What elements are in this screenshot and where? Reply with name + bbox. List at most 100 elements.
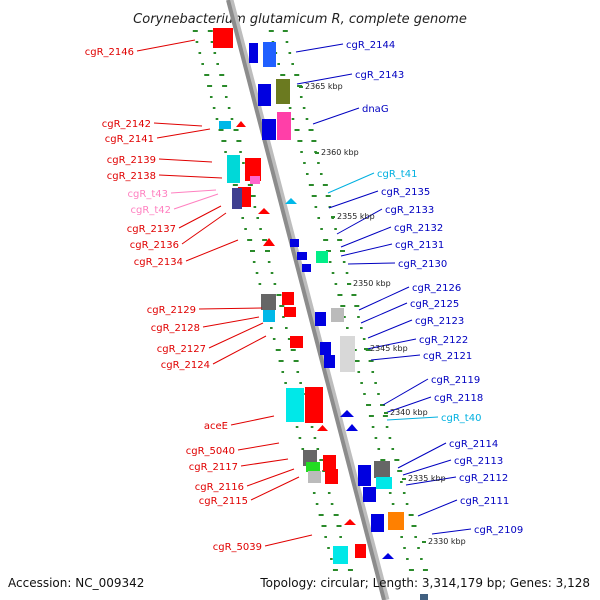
track-tick: [221, 140, 227, 142]
label-leader-line: [340, 226, 392, 248]
track-tick: [233, 129, 239, 131]
track-tick: [279, 305, 285, 307]
gene-arrow: [317, 425, 328, 431]
gene-feature: [261, 294, 276, 310]
track-tick: [403, 547, 406, 549]
track-tick: [332, 569, 338, 571]
track-tick: [340, 250, 345, 252]
track-tick: [278, 360, 284, 362]
right-gene-label: cgR_2130: [398, 259, 447, 270]
label-leader-line: [382, 378, 429, 406]
track-tick: [198, 52, 202, 54]
track-tick: [380, 459, 386, 461]
track-tick: [236, 140, 242, 142]
track-tick: [380, 404, 386, 406]
track-tick: [340, 305, 346, 307]
track-tick: [408, 514, 414, 516]
left-gene-label: cgR_2117: [189, 462, 238, 473]
ruler-tick: [364, 348, 368, 350]
track-tick: [294, 74, 300, 76]
track-tick: [333, 514, 339, 516]
gene-feature: [232, 188, 242, 209]
track-tick: [411, 525, 417, 527]
ruler-tick: [299, 86, 303, 88]
label-leader-line: [312, 107, 360, 125]
track-tick: [282, 30, 288, 32]
label-leader-line: [240, 458, 289, 467]
track-tick: [400, 536, 403, 538]
track-tick: [201, 63, 204, 65]
track-tick: [371, 426, 375, 428]
track-tick: [219, 74, 225, 76]
gene-arrow: [290, 336, 302, 344]
track-tick: [242, 162, 245, 164]
label-leader-line: [250, 476, 300, 501]
track-tick: [354, 360, 360, 362]
track-tick: [255, 272, 259, 274]
track-tick: [305, 173, 309, 175]
track-tick: [368, 360, 374, 362]
left-gene-label: cgR_2134: [134, 257, 183, 268]
gene-feature: [227, 155, 240, 183]
gene-feature: [374, 461, 390, 478]
right-gene-label: cgR_2119: [431, 375, 480, 386]
track-tick: [250, 250, 255, 252]
track-tick: [321, 525, 327, 527]
right-gene-label: cgR_2122: [419, 335, 468, 346]
label-leader-line: [156, 128, 211, 139]
gene-feature: [358, 465, 371, 486]
track-tick: [285, 41, 289, 43]
gene-feature: [323, 455, 336, 471]
track-tick: [394, 459, 400, 461]
track-tick: [290, 349, 296, 351]
gene-feature: [325, 469, 338, 484]
label-leader-line: [170, 189, 217, 194]
track-tick: [207, 30, 213, 32]
track-tick: [343, 316, 346, 318]
gene-arrow: [346, 424, 358, 431]
left-gene-label: cgR_2129: [147, 305, 196, 316]
track-tick: [291, 118, 295, 120]
ruler-label: 2365 kbp: [305, 82, 343, 91]
track-tick: [420, 558, 423, 560]
left-gene-label: cgR_2116: [195, 482, 244, 493]
track-tick: [294, 129, 300, 131]
gene-feature: [363, 487, 376, 502]
gene-feature: [262, 119, 276, 140]
track-tick: [272, 338, 276, 340]
track-tick: [316, 448, 320, 450]
track-tick: [291, 63, 294, 65]
left-gene-label: cgR_2146: [85, 47, 134, 58]
label-leader-line: [366, 338, 417, 350]
track-tick: [247, 239, 253, 241]
track-tick: [330, 503, 334, 505]
gene-feature: [320, 342, 331, 355]
track-tick: [293, 360, 299, 362]
track-tick: [204, 74, 210, 76]
track-tick: [284, 382, 287, 384]
track-tick: [241, 217, 245, 219]
track-tick: [259, 228, 262, 230]
track-tick: [325, 195, 331, 197]
track-tick: [270, 327, 273, 329]
ruler-tick: [384, 412, 388, 414]
left-gene-label: cgR_2127: [157, 344, 206, 355]
track-tick: [314, 206, 318, 208]
gene-feature: [263, 42, 276, 67]
track-tick: [298, 437, 302, 439]
label-leader-line: [358, 286, 410, 311]
ruler-tick: [315, 152, 319, 154]
label-leader-line: [347, 262, 396, 265]
left-gene-label: cgR_2141: [105, 134, 154, 145]
right-gene-label: cgR_2131: [395, 240, 444, 251]
track-tick: [216, 63, 219, 65]
label-leader-line: [230, 415, 275, 426]
track-tick: [327, 492, 331, 494]
track-tick: [301, 448, 305, 450]
gene-feature: [277, 112, 291, 140]
track-tick: [305, 118, 309, 120]
gene-arrow: [340, 410, 354, 417]
gene-arrow: [263, 238, 275, 246]
